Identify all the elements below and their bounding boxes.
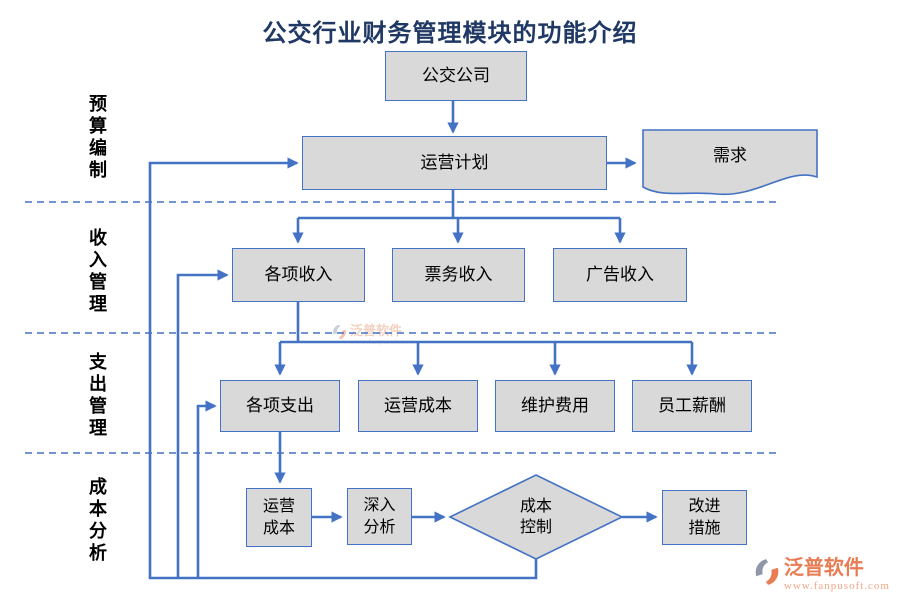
node-demand-label: 需求 (713, 146, 747, 166)
node-deep-analysis-label: 深入分析 (363, 497, 396, 536)
row-label-cost-analysis: 成本分析 (87, 477, 107, 565)
feedback-control-to-plan (148, 157, 538, 580)
fanpusoft-logo-icon (755, 559, 779, 585)
node-bus-company: 公交公司 (385, 51, 527, 101)
node-ad-income: 广告收入 (553, 248, 687, 302)
row-label-income-management: 收入管理 (87, 228, 107, 316)
node-cost-control-text: 成本控制 (519, 497, 552, 536)
node-operating-cost-analysis: 运营成本 (246, 488, 312, 547)
node-maintenance-fee: 维护费用 (495, 380, 615, 432)
fanpusoft-logo-name: 泛普软件 (783, 557, 864, 579)
watermark-logo-icon (333, 324, 346, 340)
node-deep-analysis: 深入分析 (347, 488, 412, 545)
row-label-expense-management: 支出管理 (87, 352, 107, 440)
node-operating-cost-analysis-label: 运营成本 (262, 498, 295, 537)
feedback-control-to-income (176, 269, 229, 578)
branch-plan-to-income (298, 190, 620, 220)
node-ticket-income: 票务收入 (392, 248, 525, 302)
fanpusoft-logo-url[interactable]: www.fanpusoft.com (783, 580, 890, 592)
fanpusoft-logo[interactable]: 泛普软件 www.fanpusoft.com (754, 558, 890, 592)
fanpusoft-logo-text-block: 泛普软件 www.fanpusoft.com (784, 558, 890, 592)
page-title: 公交行业财务管理模块的功能介绍 (262, 21, 638, 47)
cost-control-diamond-shape (448, 474, 624, 560)
node-staff-salary: 员工薪酬 (632, 380, 752, 432)
feedback-control-to-expense (196, 400, 217, 578)
row-label-budget-preparation: 预算编制 (87, 94, 107, 182)
node-improvement-measures: 改进措施 (662, 490, 747, 545)
node-income-total: 各项收入 (232, 248, 365, 302)
node-operation-plan: 运营计划 (302, 136, 607, 190)
node-cost-control-label: 成本控制 (486, 489, 586, 545)
node-expense-total: 各项支出 (220, 380, 340, 432)
node-improvement-measures-label: 改进措施 (688, 498, 721, 537)
node-operating-cost: 运营成本 (358, 380, 478, 432)
demand-document-shape (642, 129, 818, 196)
branch-income-to-expense (280, 302, 692, 344)
